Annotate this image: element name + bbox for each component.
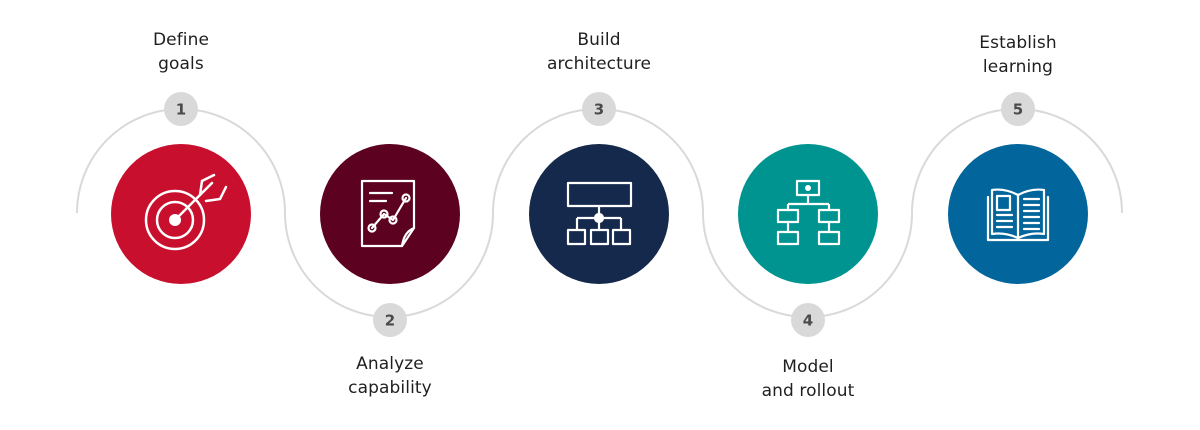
- step-4-label-line1: Model: [782, 357, 834, 377]
- step-3-label-line1: Build: [577, 30, 621, 50]
- step-5: 5: [948, 92, 1088, 284]
- step-3-number: 3: [594, 101, 604, 119]
- open-book-icon: [986, 188, 1050, 242]
- step-5-number-badge: [1001, 92, 1035, 126]
- step-1-label-line2: goals: [158, 54, 204, 74]
- chart-document-icon: [360, 179, 416, 248]
- hierarchy-icon: [566, 181, 633, 246]
- step-1-label: Define goals: [91, 28, 271, 76]
- step-1-number-badge: [164, 92, 198, 126]
- step-4-circle: [738, 144, 878, 284]
- step-2-label: Analyze capability: [300, 352, 480, 400]
- step-4-number-badge: [791, 303, 825, 337]
- step-5-number: 5: [1013, 101, 1023, 119]
- step-3-label-line2: architecture: [546, 54, 652, 74]
- target-icon: [144, 173, 228, 251]
- step-3-number-badge: [582, 92, 616, 126]
- step-4-number: 4: [803, 312, 813, 330]
- step-1-number: 1: [176, 101, 186, 119]
- step-5-label-line1: Establish: [979, 33, 1057, 53]
- step-2: 2: [320, 144, 460, 337]
- step-2-circle: [320, 144, 460, 284]
- step-4: 4: [738, 144, 878, 337]
- step-2-label-line2: capability: [348, 378, 432, 398]
- step-2-number-badge: [373, 303, 407, 337]
- step-5-label: Establish learning: [928, 31, 1108, 79]
- step-2-number: 2: [385, 312, 395, 330]
- step-3: 3: [529, 92, 669, 284]
- step-4-label-line2: and rollout: [761, 381, 855, 401]
- step-1-label-line1: Define: [152, 30, 210, 50]
- step-4-label: Model and rollout: [718, 355, 898, 403]
- step-1: 1: [111, 92, 251, 284]
- step-2-label-line1: Analyze: [356, 354, 424, 374]
- step-3-label: Build architecture: [509, 28, 689, 76]
- step-5-label-line2: learning: [982, 57, 1054, 77]
- flowchart-icon: [776, 179, 841, 246]
